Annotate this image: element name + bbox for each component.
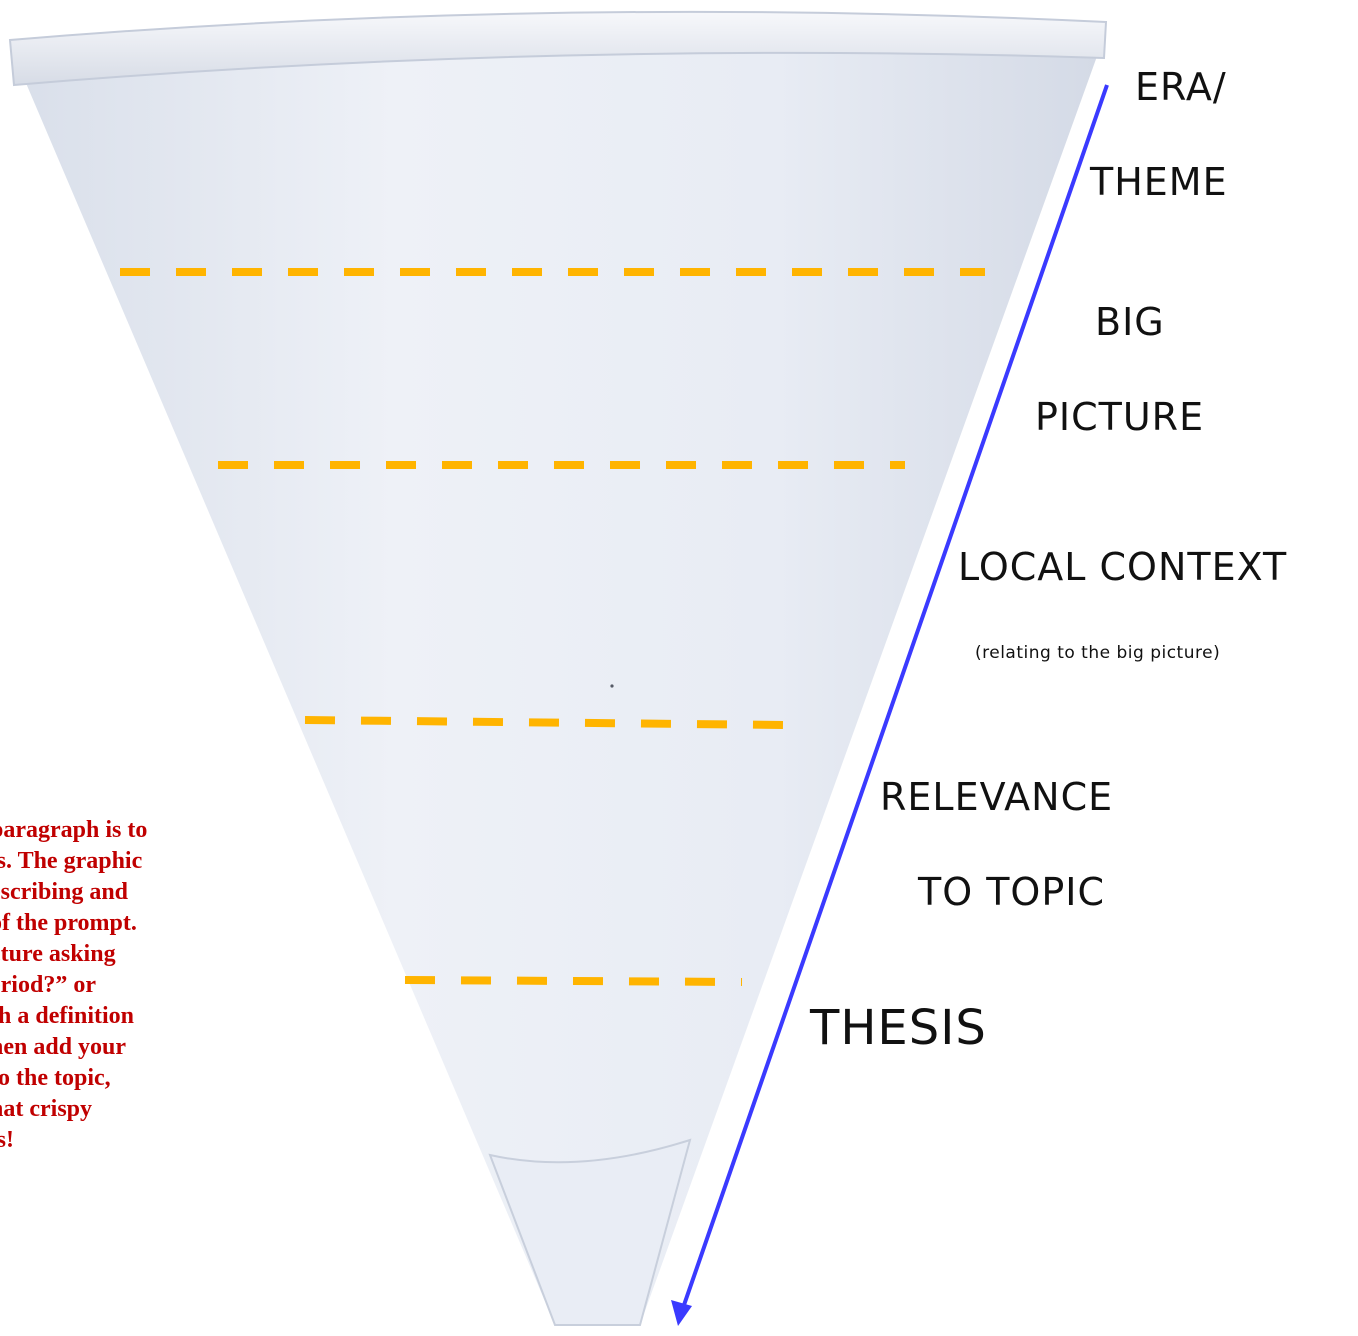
cup-tip — [488, 1138, 692, 1326]
note-line: paragraph is to — [0, 817, 148, 843]
cup-body — [14, 48, 1100, 1325]
note-line: eriod?” or — [0, 972, 96, 998]
label-local-subtitle: (relating to the big picture) — [975, 643, 1221, 663]
cup-rim — [8, 10, 1108, 87]
label-local-context: LOCAL CONTEXT — [958, 545, 1288, 589]
divider-lines — [120, 268, 985, 986]
instruction-note: paragraph is to is. The graphic escribin… — [0, 815, 290, 1156]
label-era: ERA/ — [1135, 65, 1227, 109]
note-line: escribing and — [0, 879, 129, 905]
note-line: to the topic, — [0, 1065, 111, 1091]
note-line: is. The graphic — [0, 848, 143, 874]
divider-line-3 — [304, 716, 786, 729]
down-arrow-icon — [671, 84, 1109, 1326]
note-line: is! — [0, 1127, 14, 1153]
note-line: cture asking — [0, 941, 116, 967]
note-line: hen add your — [0, 1034, 127, 1060]
cup-speck — [610, 684, 614, 688]
label-to-topic: TO TOPIC — [918, 870, 1105, 914]
paper-cone-cup-icon — [8, 10, 1108, 1326]
label-big: BIG — [1095, 300, 1165, 344]
note-line: hat crispy — [0, 1096, 92, 1122]
note-line: of the prompt. — [0, 910, 137, 936]
label-theme: THEME — [1090, 160, 1228, 204]
label-thesis: THESIS — [810, 1000, 987, 1056]
note-line: th a definition — [0, 1003, 135, 1029]
label-relevance: RELEVANCE — [880, 775, 1114, 819]
divider-line-4 — [404, 976, 743, 986]
label-picture: PICTURE — [1035, 395, 1205, 439]
